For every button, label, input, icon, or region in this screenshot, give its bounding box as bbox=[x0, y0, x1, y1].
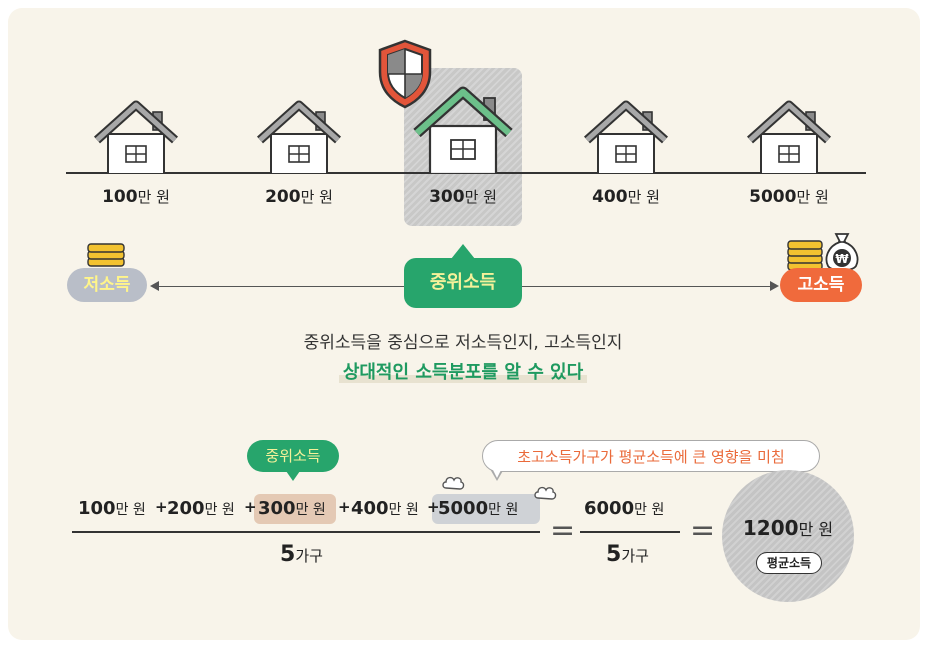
median-callout: 중위소득 bbox=[247, 440, 339, 472]
description-line2-text: 상대적인 소득분포를 알 수 있다 bbox=[338, 362, 588, 383]
shield-icon bbox=[378, 39, 432, 109]
plus-sign: + bbox=[338, 498, 351, 516]
description-line2: 상대적인 소득분포를 알 수 있다 bbox=[0, 358, 926, 384]
money-bag-icon: ₩ bbox=[787, 233, 859, 272]
description-line1: 중위소득을 중심으로 저소득인지, 고소득인지 bbox=[303, 333, 623, 353]
sum-term: 6000만 원 bbox=[584, 498, 664, 519]
term-unit: 만 원 bbox=[115, 502, 146, 518]
top-callout-pointer-fill bbox=[492, 468, 502, 478]
house-icon-median bbox=[413, 86, 513, 174]
plus-sign: + bbox=[244, 498, 257, 516]
term-unit: 만 원 bbox=[204, 502, 235, 518]
median-pill-pointer bbox=[451, 244, 475, 259]
term-unit: 만 원 bbox=[388, 502, 419, 518]
fraction-bar bbox=[580, 531, 680, 533]
formula-term-top: 5000만 원 bbox=[438, 498, 518, 519]
plus-sign: + bbox=[155, 498, 168, 516]
term-amount: 300 bbox=[258, 498, 296, 519]
plus-sign: + bbox=[427, 498, 440, 516]
term-amount: 400 bbox=[351, 498, 389, 519]
price-unit: 만 원 bbox=[300, 188, 333, 206]
formula-term: 100만 원 bbox=[78, 498, 146, 519]
high-income-pill: 고소득 bbox=[780, 268, 862, 302]
house-price-median: 300만 원 bbox=[408, 186, 518, 207]
scale-arrow-left bbox=[152, 286, 404, 287]
term-amount: 200 bbox=[167, 498, 205, 519]
median-term-highlight bbox=[254, 494, 336, 524]
sum-unit: 만 원 bbox=[634, 502, 665, 518]
den-amount: 5 bbox=[280, 542, 296, 567]
top-income-callout: 초고소득가구가 평균소득에 큰 영향을 미침 bbox=[482, 440, 820, 472]
house-price: 200만 원 bbox=[244, 186, 354, 207]
house-icon bbox=[583, 100, 669, 174]
steam-puff-icon bbox=[442, 476, 465, 490]
result-amount: 1200 bbox=[742, 516, 799, 540]
arrowhead-right bbox=[770, 281, 779, 291]
term-amount: 5000 bbox=[438, 498, 489, 519]
average-income-tag: 평균소득 bbox=[756, 552, 822, 574]
equals-sign: = bbox=[550, 513, 576, 548]
price-unit: 만 원 bbox=[464, 188, 497, 206]
sum-amount: 6000 bbox=[584, 498, 635, 519]
top-term-highlight bbox=[432, 494, 540, 524]
scale-arrow-right bbox=[522, 286, 774, 287]
fraction-denominator: 5가구 bbox=[606, 542, 649, 567]
term-amount: 100 bbox=[78, 498, 116, 519]
formula-term: 400만 원 bbox=[351, 498, 419, 519]
price-amount: 100 bbox=[102, 187, 138, 207]
price-amount: 5000 bbox=[749, 187, 797, 207]
result-circle bbox=[722, 470, 854, 602]
low-income-pill: 저소득 bbox=[67, 268, 147, 302]
formula-term-median: 300만 원 bbox=[258, 498, 326, 519]
price-unit: 만 원 bbox=[796, 188, 829, 206]
arrowhead-left bbox=[150, 281, 159, 291]
won-icon: ₩ bbox=[835, 252, 849, 266]
price-amount: 300 bbox=[429, 187, 465, 207]
steam-puff-icon bbox=[534, 486, 557, 500]
median-income-pill: 중위소득 bbox=[404, 258, 522, 308]
term-unit: 만 원 bbox=[488, 502, 519, 518]
median-callout-pointer bbox=[286, 471, 300, 481]
den-amount: 5 bbox=[606, 542, 622, 567]
fraction-bar bbox=[72, 531, 540, 533]
house-price: 400만 원 bbox=[571, 186, 681, 207]
price-amount: 200 bbox=[265, 187, 301, 207]
price-amount: 400 bbox=[592, 187, 628, 207]
result-unit: 만 원 bbox=[798, 520, 834, 539]
fraction-denominator: 5가구 bbox=[280, 542, 323, 567]
price-unit: 만 원 bbox=[627, 188, 660, 206]
house-icon bbox=[93, 100, 179, 174]
coin-stack-icon bbox=[87, 243, 125, 267]
house-icon bbox=[256, 100, 342, 174]
den-unit: 가구 bbox=[295, 547, 323, 565]
house-price: 5000만 원 bbox=[734, 186, 844, 207]
price-unit: 만 원 bbox=[137, 188, 170, 206]
house-price: 100만 원 bbox=[81, 186, 191, 207]
formula-term: 200만 원 bbox=[167, 498, 235, 519]
result-value: 1200만 원 bbox=[722, 516, 854, 540]
house-icon bbox=[746, 100, 832, 174]
den-unit: 가구 bbox=[621, 547, 649, 565]
equals-sign: = bbox=[690, 513, 716, 548]
term-unit: 만 원 bbox=[295, 502, 326, 518]
